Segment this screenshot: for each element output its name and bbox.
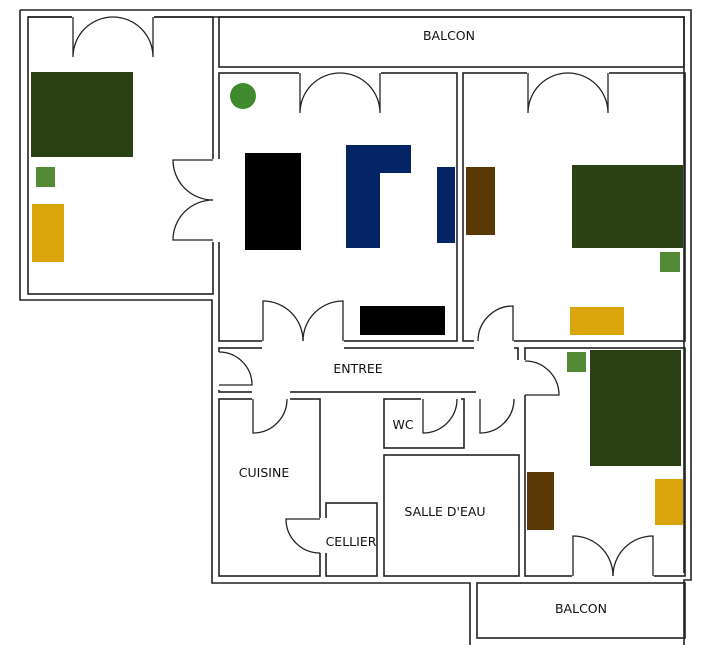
door-living-bottom[interactable] xyxy=(262,300,344,342)
balcony-top xyxy=(218,16,685,68)
door-living-top[interactable] xyxy=(299,72,381,114)
wall-openings xyxy=(72,13,654,580)
desk-ne xyxy=(570,307,624,335)
shower-room xyxy=(383,454,520,577)
door-wc[interactable] xyxy=(422,398,458,434)
cabinet-living xyxy=(437,167,455,243)
wardrobe-se xyxy=(527,472,554,530)
door-nw-side[interactable] xyxy=(172,159,214,241)
balcony-bottom-label: BALCON xyxy=(555,601,607,616)
door-kitchen[interactable] xyxy=(252,398,288,434)
storage-label: CELLIER xyxy=(326,534,377,549)
desk-se xyxy=(655,479,683,525)
desk-nw xyxy=(32,204,64,262)
kitchen-label: CUISINE xyxy=(239,465,290,480)
door-ne-top[interactable] xyxy=(527,72,609,114)
balcony-bottom xyxy=(476,582,686,639)
door-se-bedroom[interactable] xyxy=(524,360,560,396)
wc-label: WC xyxy=(392,417,413,432)
entrance-label: ENTREE xyxy=(333,361,382,376)
bed-ne xyxy=(572,165,683,248)
door-entrance[interactable] xyxy=(218,351,253,386)
balcony-top-label: BALCON xyxy=(423,28,475,43)
shower-room-label: SALLE D'EAU xyxy=(404,504,485,519)
bed-se xyxy=(590,350,681,466)
corner-sofa-living xyxy=(346,145,411,248)
tv-unit-living xyxy=(360,306,445,335)
nightstand-ne xyxy=(660,252,680,272)
door-se-bottom[interactable] xyxy=(572,535,654,577)
door-nw-top[interactable] xyxy=(72,16,154,58)
plant-icon xyxy=(230,83,256,109)
door-storage[interactable] xyxy=(285,518,321,554)
sofa-living xyxy=(245,153,301,250)
furniture xyxy=(31,72,683,530)
door-shower[interactable] xyxy=(479,398,515,434)
bed-nw xyxy=(31,72,133,157)
door-ne-bottom[interactable] xyxy=(477,305,514,342)
nightstand-se xyxy=(567,352,586,372)
nightstand-nw xyxy=(36,167,55,187)
wardrobe-ne xyxy=(466,167,495,235)
